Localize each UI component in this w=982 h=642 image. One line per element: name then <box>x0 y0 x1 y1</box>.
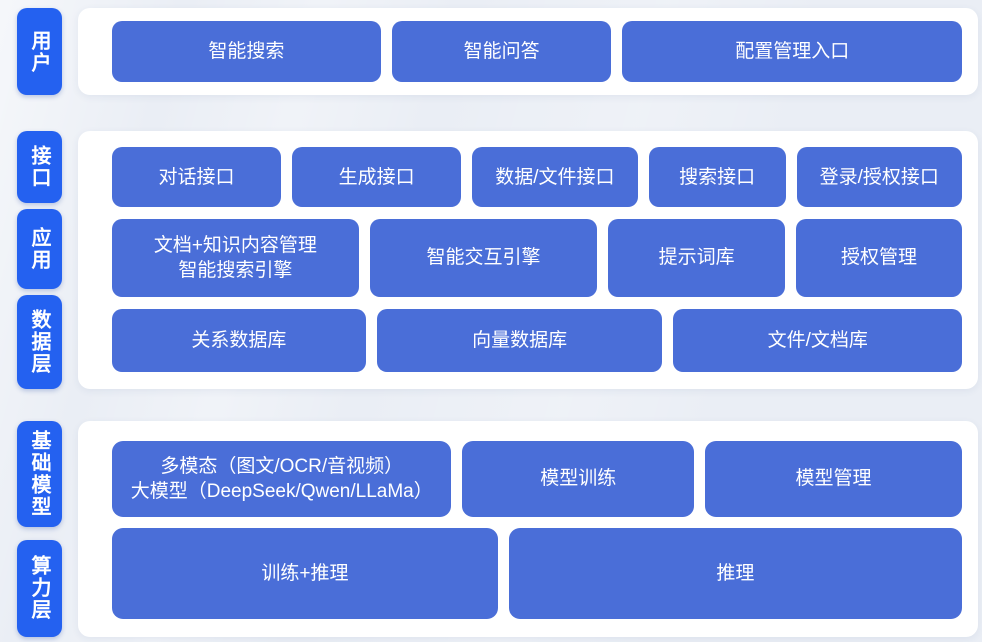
box-label: 授权管理 <box>841 247 918 269</box>
box-label: 智能问答 <box>463 40 540 62</box>
box-label: 搜索接口 <box>679 166 756 188</box>
box-vector-database: 向量数据库 <box>376 308 663 372</box>
interface-row: 对话接口 生成接口 数据/文件接口 搜索接口 登录/授权接口 <box>112 147 962 208</box>
box-label: 向量数据库 <box>472 329 568 351</box>
box-model-training: 模型训练 <box>462 441 695 517</box>
rail-label-foundation-model: 基础模型 <box>17 421 62 527</box>
box-label: 智能交互引擎 <box>426 247 541 269</box>
box-training-inference: 训练+推理 <box>112 527 498 619</box>
box-dialog-api: 对话接口 <box>112 147 282 208</box>
box-label: 模型管理 <box>795 468 872 490</box>
box-config-management-entry: 配置管理入口 <box>622 21 962 82</box>
box-model-management: 模型管理 <box>705 441 962 517</box>
layer-bottom-rail: 基础模型 算力层 <box>17 421 62 637</box>
rail-label-data-layer: 数据层 <box>17 294 62 389</box>
box-prompt-library: 提示词库 <box>608 219 786 297</box>
box-login-auth-api: 登录/授权接口 <box>796 147 962 208</box>
box-label: 配置管理入口 <box>735 40 850 62</box>
box-label: 模型训练 <box>540 468 617 490</box>
box-multimodal-llm: 多模态（图文/OCR/音视频） 大模型（DeepSeek/Qwen/LLaMa） <box>112 441 452 517</box>
box-file-doc-library: 文件/文档库 <box>673 308 962 372</box>
box-label-line1: 多模态（图文/OCR/音视频） <box>160 455 404 477</box>
box-label: 对话接口 <box>158 166 235 188</box>
box-label: 提示词库 <box>658 247 735 269</box>
box-smart-qa: 智能问答 <box>391 21 612 82</box>
box-label: 关系数据库 <box>191 329 287 351</box>
application-row: 文档+知识内容管理 智能搜索引擎 智能交互引擎 提示词库 授权管理 <box>112 219 962 297</box>
layer-user-panel: 智能搜索 智能问答 配置管理入口 <box>78 8 978 95</box>
box-label: 推理 <box>716 562 755 584</box>
layer-user-rail: 用户 <box>17 8 62 95</box>
box-doc-knowledge-search-engine: 文档+知识内容管理 智能搜索引擎 <box>112 219 359 297</box>
layer-middle: 接口 应用 数据层 对话接口 生成接口 数据/文件接口 搜索接口 登录/授权接口 <box>17 131 978 389</box>
layer-bottom: 基础模型 算力层 多模态（图文/OCR/音视频） 大模型（DeepSeek/Qw… <box>17 421 978 637</box>
box-label: 生成接口 <box>338 166 415 188</box>
box-smart-search: 智能搜索 <box>112 21 381 82</box>
box-label-line2: 智能搜索引擎 <box>178 259 293 281</box>
layer-bottom-panel: 多模态（图文/OCR/音视频） 大模型（DeepSeek/Qwen/LLaMa）… <box>78 421 978 637</box>
layer-middle-rail: 接口 应用 数据层 <box>17 131 62 389</box>
box-auth-management: 授权管理 <box>796 219 962 297</box>
box-data-file-api: 数据/文件接口 <box>472 147 638 208</box>
box-label: 数据/文件接口 <box>495 166 615 188</box>
box-generation-api: 生成接口 <box>292 147 462 208</box>
box-smart-interaction-engine: 智能交互引擎 <box>369 219 598 297</box>
data-row: 关系数据库 向量数据库 文件/文档库 <box>112 308 962 372</box>
model-row: 多模态（图文/OCR/音视频） 大模型（DeepSeek/Qwen/LLaMa）… <box>112 441 962 517</box>
box-label: 训练+推理 <box>261 562 349 584</box>
box-label: 智能搜索 <box>208 40 285 62</box>
rail-label-application: 应用 <box>17 208 62 289</box>
rail-label-user: 用户 <box>17 8 62 95</box>
box-label: 文件/文档库 <box>767 329 868 351</box>
rail-label-interface: 接口 <box>17 131 62 203</box>
box-relational-database: 关系数据库 <box>112 308 366 372</box>
compute-row: 训练+推理 推理 <box>112 527 962 619</box>
box-label-line2: 大模型（DeepSeek/Qwen/LLaMa） <box>130 480 433 502</box>
rail-label-compute-layer: 算力层 <box>17 539 62 637</box>
box-inference: 推理 <box>508 527 962 619</box>
box-label-line1: 文档+知识内容管理 <box>153 234 317 256</box>
box-label: 登录/授权接口 <box>819 166 939 188</box>
layer-middle-panel: 对话接口 生成接口 数据/文件接口 搜索接口 登录/授权接口 文档+知识内容管理 <box>78 131 978 389</box>
user-row: 智能搜索 智能问答 配置管理入口 <box>112 21 962 82</box>
box-search-api: 搜索接口 <box>648 147 786 208</box>
layer-user: 用户 智能搜索 智能问答 配置管理入口 <box>17 8 978 95</box>
